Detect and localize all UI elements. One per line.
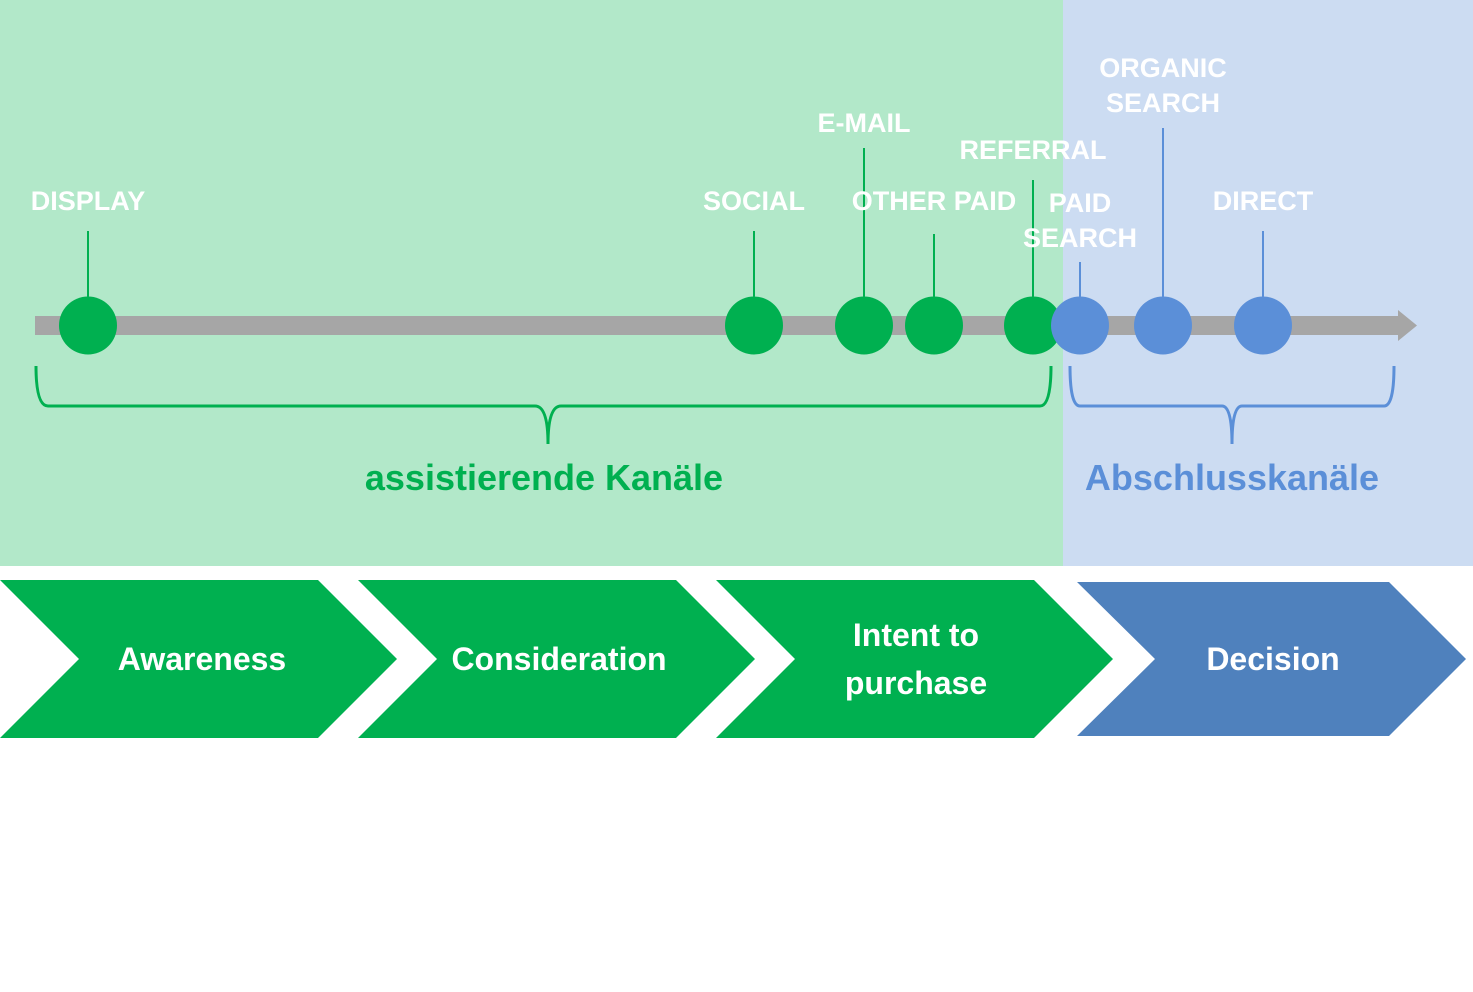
stage-chevron xyxy=(0,580,397,738)
channel-dot xyxy=(1051,296,1109,355)
timeline-axis-bar xyxy=(35,316,1400,335)
channel-dot xyxy=(835,296,893,355)
stage-label-line: Consideration xyxy=(451,641,666,677)
channel-label-line: SEARCH xyxy=(1106,88,1220,118)
channel-dot xyxy=(1234,296,1292,355)
channel-label-line: SEARCH xyxy=(1023,223,1137,253)
channel-label-line: E-MAIL xyxy=(818,108,911,138)
stage-label: Consideration xyxy=(451,641,666,677)
channel-label: SOCIAL xyxy=(703,186,805,216)
channel-label-line: OTHER PAID xyxy=(852,186,1017,216)
channel-label: PAID SEARCH xyxy=(1023,188,1137,253)
channel-marker: OTHER PAID xyxy=(852,186,1017,355)
journey-stages: Awareness Consideration Intent to purchase D… xyxy=(0,580,1466,738)
journey-stage: Intent to purchase xyxy=(716,580,1113,738)
channel-label-line: REFERRAL xyxy=(960,135,1107,165)
channel-label-line: SOCIAL xyxy=(703,186,805,216)
channel-label-line: PAID xyxy=(1049,188,1112,218)
channel-dot xyxy=(1134,296,1192,355)
journey-stage: Awareness xyxy=(0,580,397,738)
channel-marker: DIRECT xyxy=(1213,186,1314,355)
stage-label: Intent to purchase xyxy=(845,617,987,701)
channel-label: REFERRAL xyxy=(960,135,1107,165)
channel-marker: REFERRAL xyxy=(960,135,1107,355)
channel-marker: PAID SEARCH xyxy=(1023,188,1137,355)
stage-chevron xyxy=(716,580,1113,738)
channel-marker: ORGANIC SEARCH xyxy=(1099,53,1227,355)
channel-dot xyxy=(905,296,963,355)
stage-label-line: Awareness xyxy=(118,641,286,677)
channel-label-line: ORGANIC xyxy=(1099,53,1227,83)
assist-group-brace xyxy=(34,365,1053,445)
channel-dot xyxy=(59,296,117,355)
channel-marker: SOCIAL xyxy=(703,186,805,355)
stage-label: Decision xyxy=(1206,641,1339,677)
channel-label-line: DISPLAY xyxy=(31,186,146,216)
stage-chevron xyxy=(358,580,755,738)
channel-marker: DISPLAY xyxy=(31,186,146,355)
stage-chevron xyxy=(1077,582,1466,736)
channel-dot xyxy=(1004,296,1062,355)
close-zone-background xyxy=(1063,0,1473,566)
assist-group-label: assistierende Kanäle xyxy=(365,457,723,498)
group-braces xyxy=(34,365,1396,445)
journey-stage: Decision xyxy=(1077,582,1466,736)
channel-label: DIRECT xyxy=(1213,186,1314,216)
channel-marker: E-MAIL xyxy=(818,108,911,355)
stage-label-line: purchase xyxy=(845,665,987,701)
channel-label: OTHER PAID xyxy=(852,186,1017,216)
channel-label: ORGANIC SEARCH xyxy=(1099,53,1227,118)
stage-label-line: Intent to xyxy=(853,617,979,653)
assist-zone-background xyxy=(0,0,1063,566)
stage-label-line: Decision xyxy=(1206,641,1339,677)
channel-label: E-MAIL xyxy=(818,108,911,138)
channel-markers: DISPLAY SOCIAL E-MAIL OTHER PAID REFERRAL PAI… xyxy=(31,53,1314,355)
close-group-label: Abschlusskanäle xyxy=(1085,457,1379,498)
channel-dot xyxy=(725,296,783,355)
journey-stage: Consideration xyxy=(358,580,755,738)
channel-label: DISPLAY xyxy=(31,186,146,216)
close-group-brace xyxy=(1068,365,1396,445)
stage-label: Awareness xyxy=(118,641,286,677)
timeline-arrow-head xyxy=(1398,310,1417,341)
channel-label-line: DIRECT xyxy=(1213,186,1314,216)
